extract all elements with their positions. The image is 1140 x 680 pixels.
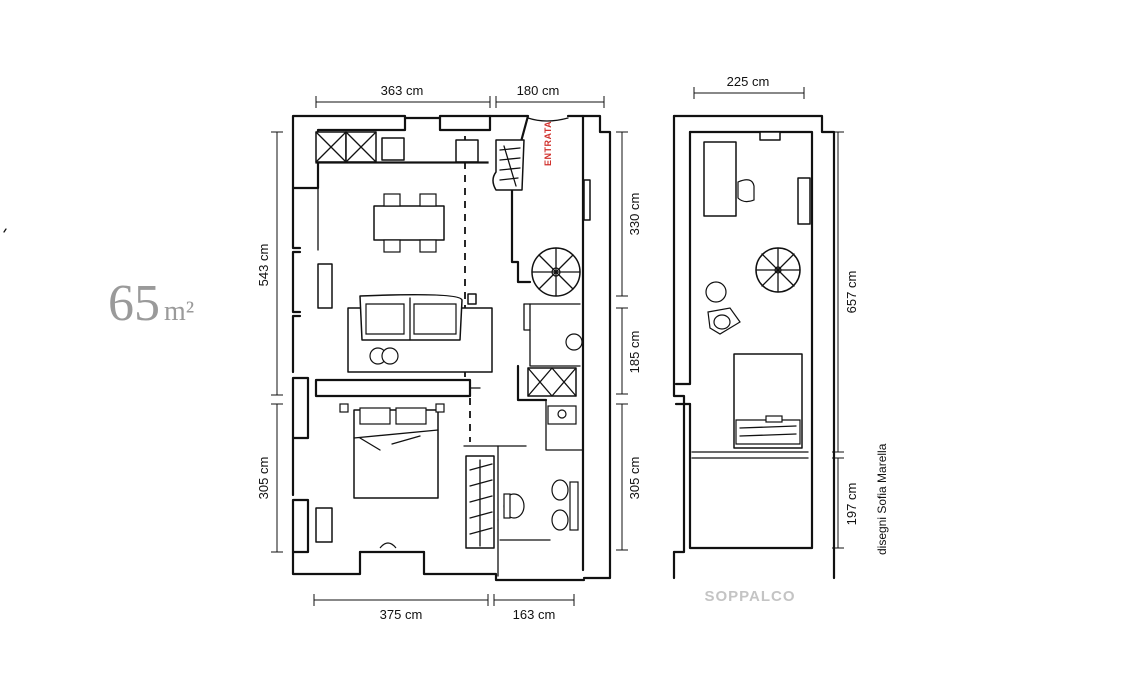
bathroom-lower [503, 479, 579, 531]
dimension-lines [271, 96, 628, 606]
bedroom-wardrobe [465, 455, 495, 549]
side-lamp [467, 293, 477, 305]
dim-mezzanine-lower: 197 cm [844, 483, 859, 526]
dim-left-lower: 305 cm [256, 457, 271, 500]
window-marker [583, 179, 591, 221]
dim-bottom-left: 375 cm [380, 607, 423, 622]
entrance-label: ENTRATA [543, 121, 553, 166]
dimension-labels: 363 cm 180 cm 375 cm 163 cm 543 cm 305 c… [256, 83, 642, 622]
mezzanine-armchairs [705, 281, 741, 335]
dim-right-top: 330 cm [627, 193, 642, 236]
stray-mark [3, 228, 7, 233]
mezzanine-label: SOPPALCO [704, 588, 795, 605]
dim-left-upper: 543 cm [256, 244, 271, 287]
dim-right-mid: 185 cm [627, 331, 642, 374]
entrance-wardrobe [492, 139, 525, 191]
mezzanine-dimension-lines [693, 87, 844, 549]
entrance-door-swing [527, 117, 569, 122]
spiral-staircase [531, 247, 581, 297]
bathroom-upper [527, 333, 583, 425]
mezzanine-shelf [759, 131, 781, 141]
mezzanine-spiral-staircase [755, 247, 801, 293]
mezzanine-window [797, 177, 811, 225]
mezzanine-bed [733, 353, 803, 449]
mezzanine-desk [703, 141, 737, 217]
dim-mezzanine-top: 225 cm [727, 74, 770, 89]
area-number: 65 [108, 275, 160, 332]
kitchen-counter [315, 131, 489, 164]
dim-bottom-right: 163 cm [513, 607, 556, 622]
dining-table [373, 193, 445, 253]
bedroom-cabinet [315, 507, 333, 543]
bedroom-chair [379, 542, 397, 549]
dim-top-left: 363 cm [381, 83, 424, 98]
tv-cabinet [317, 263, 333, 309]
main-plan-walls [291, 114, 612, 582]
bed [339, 403, 445, 499]
dim-right-bottom: 305 cm [627, 457, 642, 500]
credit-text: disegni Sofia Marella [875, 443, 889, 555]
area-unit: m² [164, 296, 194, 327]
dim-top-right: 180 cm [517, 83, 560, 98]
dim-mezzanine-upper: 657 cm [844, 271, 859, 314]
sofa [347, 293, 493, 373]
mezzanine-desk-chair [737, 179, 755, 203]
